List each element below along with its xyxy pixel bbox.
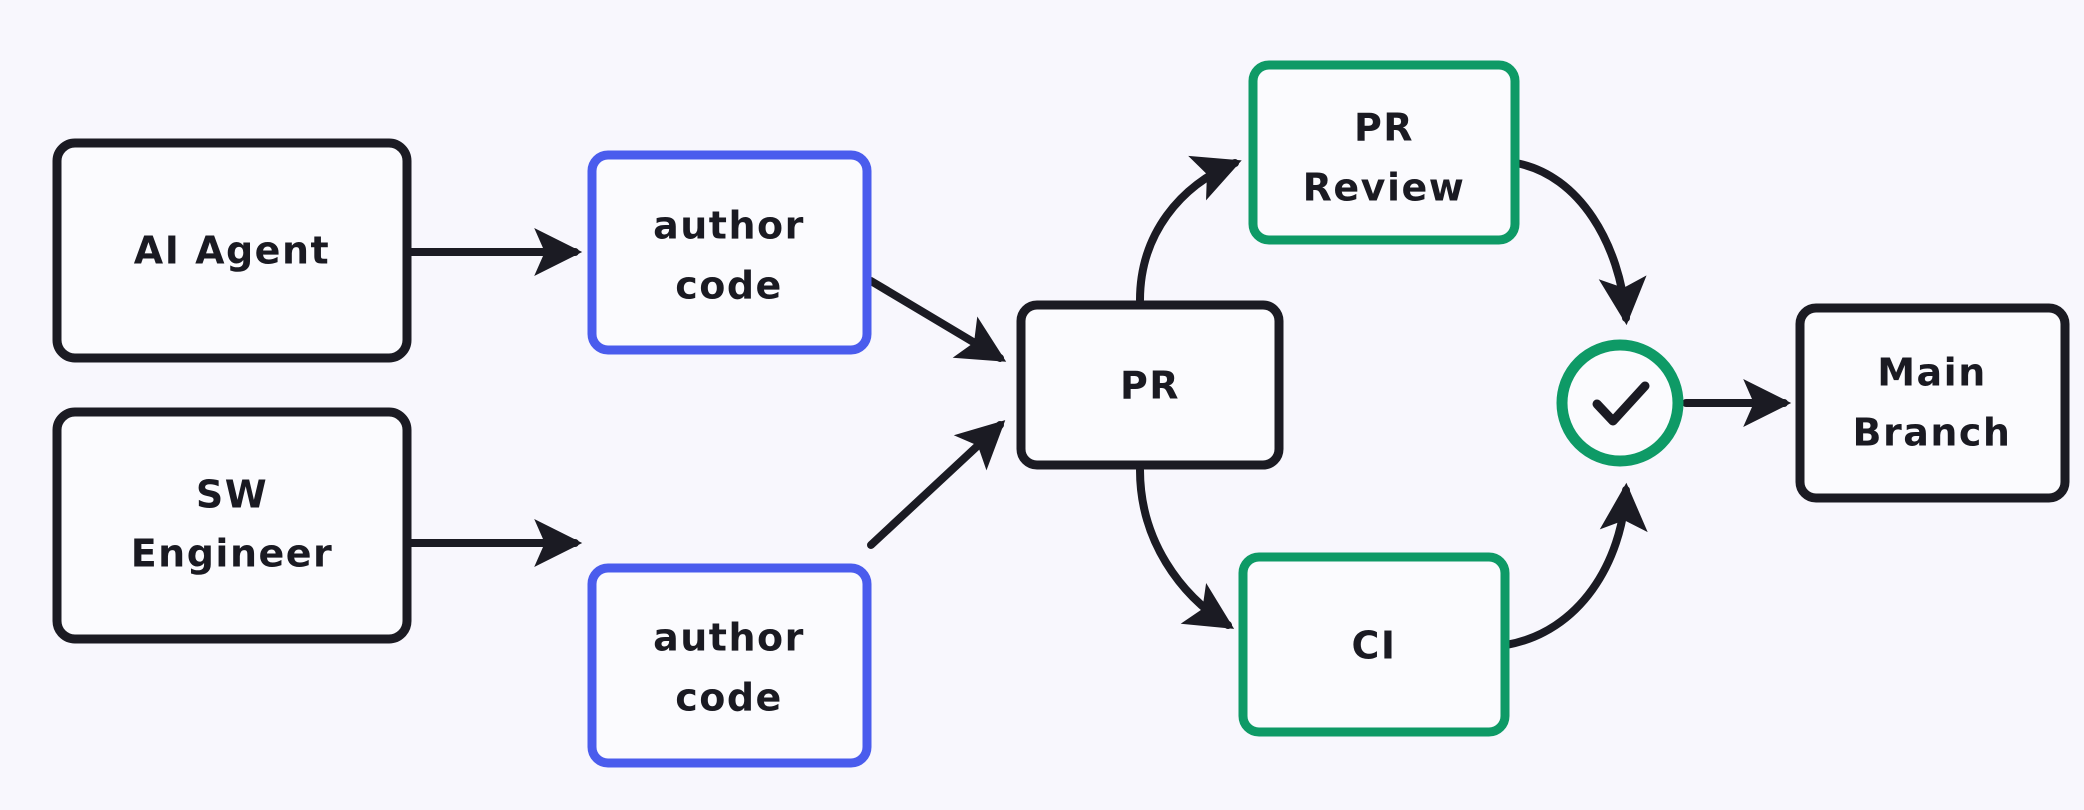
node-pr[interactable]: PR [1016,300,1284,470]
author-code-bottom-box [587,563,872,768]
edge-author-bottom-to-pr [867,420,1006,549]
node-ai-agent[interactable]: AI Agent [52,138,412,363]
main-branch-label-line1: Main [1877,351,1987,395]
node-sw-engineer[interactable]: SW Engineer [52,407,412,644]
author-code-bottom-label-line2: code [675,676,783,720]
author-code-bottom-label-line1: author [653,616,805,660]
main-branch-label-line2: Branch [1853,411,2012,455]
ci-box [1238,552,1510,737]
ai-agent-label: AI Agent [134,229,330,273]
pr-box [1016,300,1284,470]
pr-review-label-line2: Review [1303,166,1466,210]
sw-engineer-label-line2: Engineer [131,532,334,576]
node-author-code-bottom[interactable]: author code [587,563,872,768]
author-code-top-box [587,150,872,355]
main-branch-box [1795,303,2070,503]
pr-label: PR [1120,364,1180,408]
node-check-circle[interactable] [1556,339,1684,467]
ai-agent-box [52,138,412,363]
edge-pr-to-ci [1136,466,1235,629]
check-icon [1592,381,1650,426]
ci-label: CI [1351,624,1396,668]
edge-pr-review-to-check [1512,159,1647,326]
check-circle-outline [1556,339,1684,467]
edge-author-top-to-pr [867,277,1007,362]
author-code-top-label-line2: code [675,264,783,308]
pr-review-label-line1: PR [1354,106,1414,150]
edge-pr-to-pr-review [1136,155,1242,304]
pr-review-box [1248,60,1520,245]
node-pr-review[interactable]: PR Review [1248,60,1520,245]
author-code-top-label-line1: author [653,204,805,248]
sw-engineer-box [52,407,412,644]
node-ci[interactable]: CI [1238,552,1510,737]
node-author-code-top[interactable]: author code [587,150,872,355]
sw-engineer-label-line1: SW [196,473,268,517]
node-main-branch[interactable]: Main Branch [1795,303,2070,503]
edge-ci-to-check [1502,482,1648,649]
